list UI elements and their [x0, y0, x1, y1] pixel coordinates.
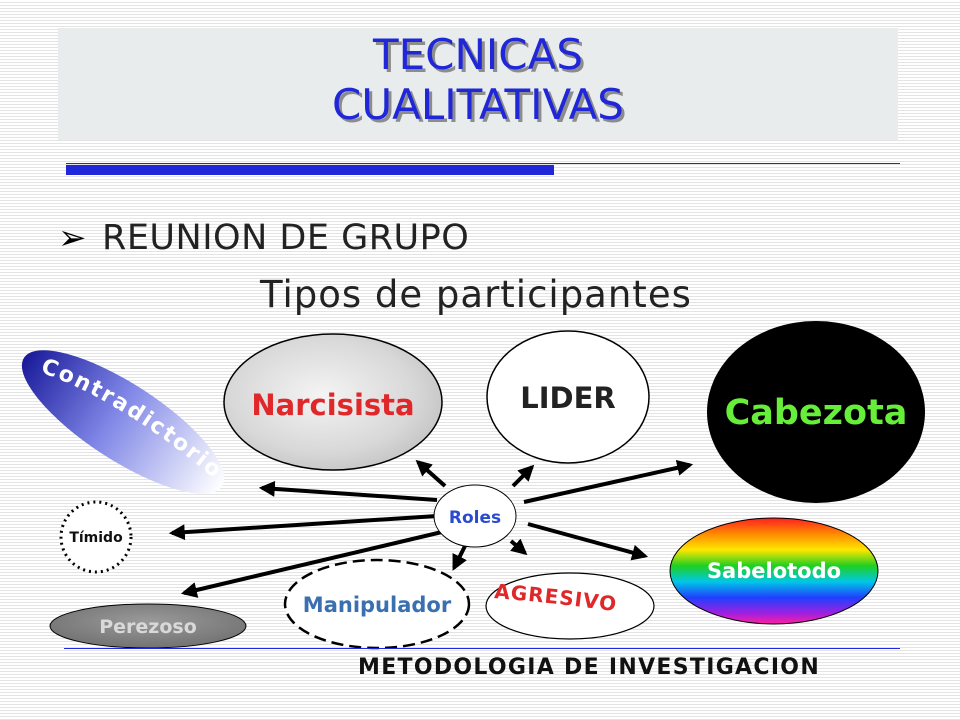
arrow-manipulador: [452, 545, 467, 571]
footer-text: METODOLOGIA DE INVESTIGACION: [358, 655, 821, 680]
arrow-lider: [511, 464, 535, 488]
arrow-contradictorio: [258, 480, 438, 502]
arrow-agresivo: [509, 538, 528, 556]
perezoso-label: Perezoso: [99, 616, 197, 638]
sabelotodo-label: Sabelotodo: [707, 559, 841, 583]
arrow-sabelotodo: [527, 522, 649, 561]
timido-node: Tímido: [59, 500, 133, 574]
section-heading: REUNION DE GRUPO: [102, 218, 470, 258]
manipulador-label: Manipulador: [303, 593, 452, 617]
subtitle: Tipos de participantes: [260, 273, 692, 316]
slide-title: TECNICAS CUALITATIVAS: [332, 30, 624, 129]
perezoso-node: Perezoso: [49, 603, 247, 649]
cabezota-node: Cabezota: [707, 321, 925, 503]
footer-divider: [64, 648, 900, 649]
narcisista-node: Narcisista: [223, 333, 443, 471]
agresivo-node: AGRESIVO: [485, 572, 655, 640]
title-underline-thick: [66, 165, 554, 175]
arrowhead-bullet-icon: ➢: [58, 218, 87, 258]
arrow-narcisista: [415, 459, 447, 488]
lider-node: LIDER: [486, 330, 650, 464]
lider-label: LIDER: [520, 381, 615, 415]
title-underline-thin: [66, 163, 900, 164]
timido-label: Tímido: [69, 530, 123, 546]
roles-label: Roles: [449, 508, 501, 528]
title-box: [58, 28, 898, 140]
narcisista-label: Narcisista: [251, 388, 414, 422]
arrow-timido: [168, 514, 438, 541]
arrow-cabezota: [523, 459, 694, 504]
roles-node: Roles: [433, 484, 517, 548]
manipulador-node: Manipulador: [283, 558, 471, 650]
cabezota-label: Cabezota: [725, 393, 908, 433]
contradictorio-node: Contradictorio: [21, 350, 225, 494]
role-arrows: [168, 459, 694, 598]
sabelotodo-node: Sabelotodo: [669, 517, 879, 625]
arrow-perezoso: [180, 530, 443, 598]
